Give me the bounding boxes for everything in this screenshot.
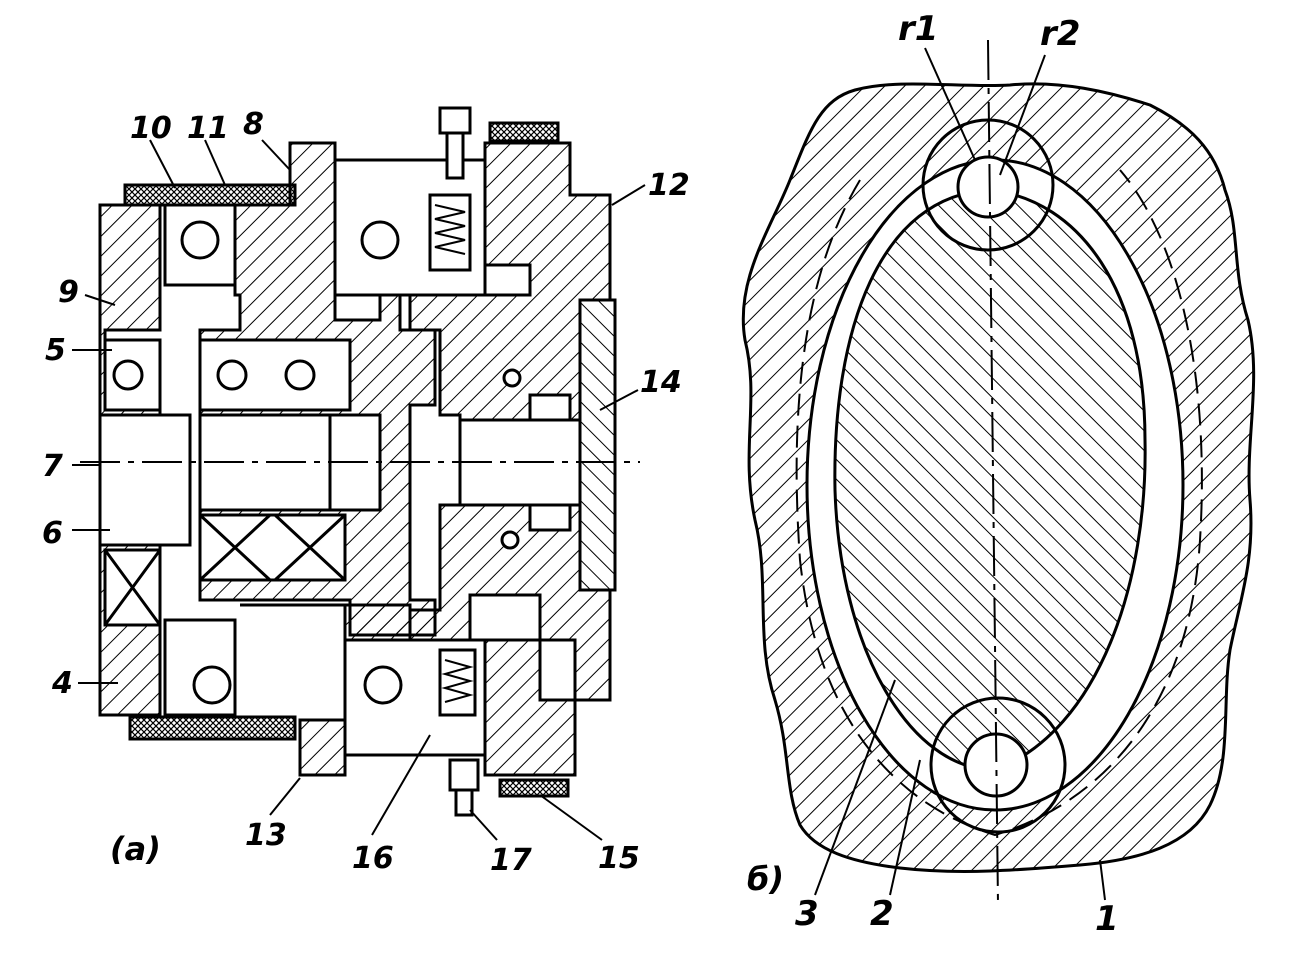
- label-11: 11: [187, 111, 229, 146]
- bearing-cross: [103, 549, 162, 626]
- roller-r2-top: [956, 155, 1020, 219]
- cover-strip-top: [488, 121, 560, 143]
- label-4: 4: [51, 666, 73, 701]
- inner-ball-2: [284, 359, 316, 391]
- screw-top-head: [438, 106, 472, 135]
- labels-b: r1 r2 б) 3 2 1: [747, 9, 1119, 939]
- bottom-ball-mid: [363, 665, 403, 705]
- screw-bottom-head: [448, 758, 480, 792]
- vertical-centerline: [987, 39, 999, 906]
- label-8: 8: [243, 107, 264, 142]
- spring-bottom: [441, 659, 474, 703]
- sleeve-10: [123, 183, 297, 207]
- label-17: 17: [490, 843, 532, 878]
- needle-lower: [528, 503, 572, 532]
- end-plate-14: [578, 298, 617, 592]
- label-16: 16: [352, 841, 394, 876]
- inner-roller-cross: [198, 513, 347, 582]
- cover-strip-bottom: [498, 778, 570, 798]
- inner-ball-1: [216, 359, 248, 391]
- roller-lower: [500, 530, 520, 550]
- label-6: 6: [42, 516, 63, 551]
- label-15: 15: [598, 841, 640, 876]
- label-14: 14: [640, 365, 682, 400]
- label-2: 2: [870, 894, 894, 934]
- label-r1: r1: [898, 9, 938, 49]
- label-10: 10: [130, 111, 172, 146]
- leaders-a: [72, 139, 646, 841]
- section-view-a: [80, 106, 640, 817]
- bottom-bearing-left: [163, 618, 237, 717]
- leaders-b: [814, 47, 1106, 901]
- inner-bearing-bottom: [198, 513, 347, 582]
- top-ball-left: [180, 220, 220, 260]
- needle-upper: [528, 393, 572, 422]
- label-r2: r2: [1040, 14, 1080, 54]
- top-ball-mid: [360, 220, 400, 260]
- bearing-5-ball: [112, 359, 144, 391]
- shaft-input: [98, 413, 192, 547]
- labels-a: 10 11 8 12 9 5 14 7 6 4 13 16 17 15 (a): [42, 107, 690, 878]
- spring-top: [434, 204, 466, 255]
- bottom-ball-left: [192, 665, 232, 705]
- caption-a: (a): [110, 830, 161, 868]
- roller-upper: [502, 368, 522, 388]
- label-9: 9: [58, 275, 79, 310]
- label-1: 1: [1095, 899, 1119, 939]
- label-12: 12: [648, 168, 690, 203]
- sleeve-lower: [128, 715, 297, 741]
- label-3: 3: [795, 894, 819, 934]
- dashed-contour: [795, 169, 1203, 837]
- label-7: 7: [42, 449, 63, 484]
- label-13: 13: [245, 818, 287, 853]
- screw-bottom-shank: [454, 788, 474, 817]
- caption-b: б): [747, 860, 784, 898]
- screw-top-shank: [445, 131, 465, 180]
- label-5: 5: [45, 333, 66, 368]
- section-view-b: [741, 39, 1256, 906]
